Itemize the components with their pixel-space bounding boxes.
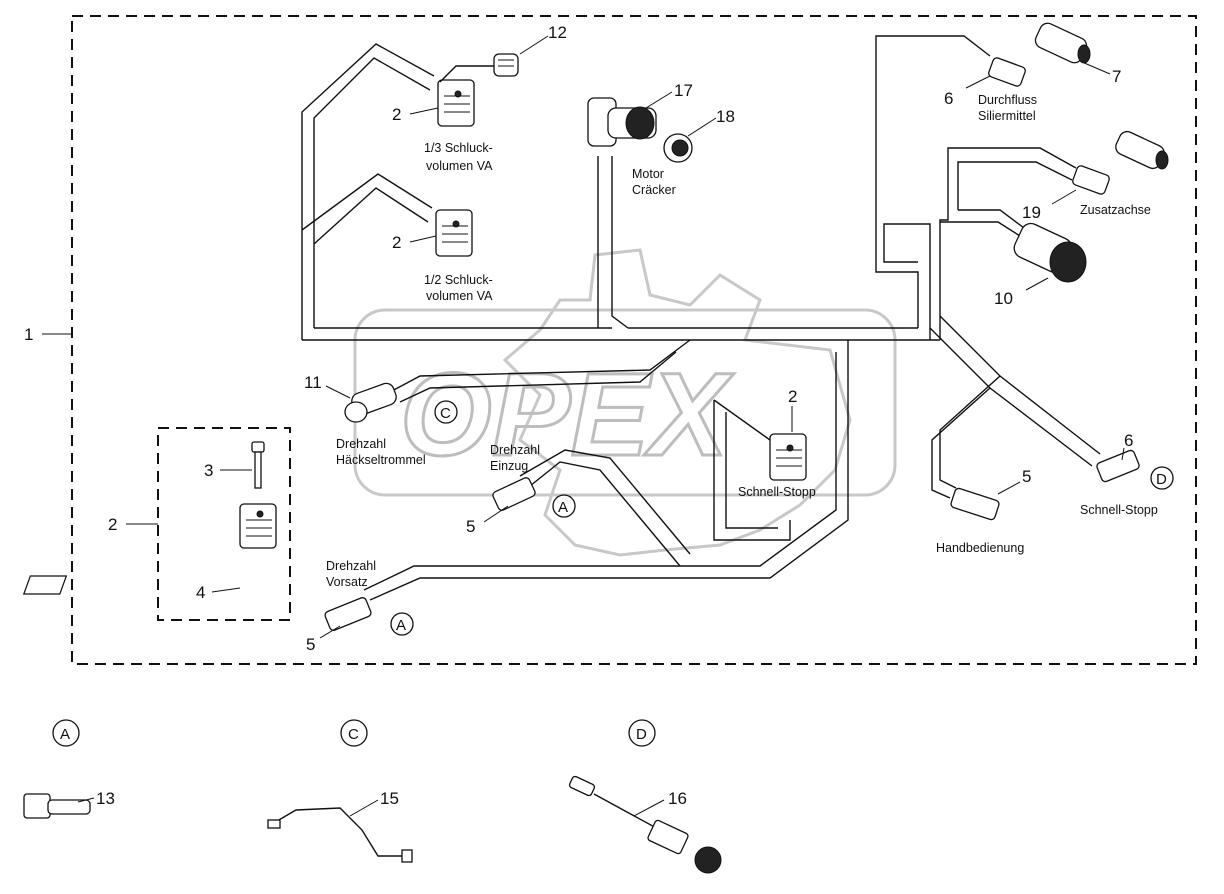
ref-d-right: [1150, 466, 1174, 490]
callout-round-connector: 10: [994, 289, 1013, 308]
label-vorsatz-a: Drehzahl: [326, 559, 376, 573]
ref-c-main: [434, 400, 458, 424]
callout-schnellstopp-conn: 6: [1124, 431, 1133, 450]
ref-d-detail: [628, 719, 656, 747]
ref-c-main-text: C: [440, 405, 451, 422]
callout-bolt: 3: [204, 461, 213, 480]
ref-a-detail-text: A: [60, 726, 70, 743]
label-haecksel-a: Drehzahl: [336, 437, 386, 451]
label-motor-a: Motor: [632, 167, 664, 181]
ref-a-vorsatz-text: A: [396, 617, 406, 634]
callout-cable-c: 15: [380, 789, 399, 808]
round-connector-10: [1013, 222, 1087, 283]
callout-angled-plug: 17: [674, 81, 693, 100]
callout-einzug: 5: [466, 517, 475, 536]
label-zusatzachse: Zusatzachse: [1080, 203, 1151, 217]
callout-sensor-trommel: 11: [304, 373, 322, 392]
callout-durchfluss-plug: 7: [1112, 67, 1121, 86]
detail-cable-15: [267, 807, 413, 863]
solenoid-schnellstopp: [769, 433, 807, 481]
callout-handbedienung: 5: [1022, 467, 1031, 486]
motor-plug-18: [663, 133, 693, 163]
connector-durchfluss-6: [988, 57, 1026, 87]
kit-solenoid: [239, 503, 277, 549]
label-haecksel-b: Häckseltrommel: [336, 453, 426, 467]
angled-plug-17: [587, 97, 657, 147]
callout-motor-plug: 18: [716, 107, 735, 126]
connector-vorsatz-5: [324, 597, 372, 631]
sensor-12: [439, 53, 519, 83]
ref-a-detail: [52, 719, 80, 747]
callout-sensor-12: 12: [548, 23, 567, 42]
sensor-trommel-11: [344, 382, 397, 423]
label-schluck-1-2-b: volumen VA: [426, 289, 493, 303]
kit-seal-4: [22, 575, 68, 595]
label-schluck-1-2-a: 1/2 Schluck-: [424, 273, 493, 287]
label-schluck-1-3-b: volumen VA: [426, 159, 493, 173]
label-einzug-b: Einzug: [490, 459, 528, 473]
callout-solenoid-schnellstopp: 2: [788, 387, 797, 406]
connector-einzug-5: [492, 477, 536, 511]
label-einzug-a: Drehzahl: [490, 443, 540, 457]
kit-bolt-3: [251, 441, 265, 489]
detail-bolt-13: [23, 793, 91, 819]
label-schnellstopp-center: Schnell-Stopp: [738, 485, 816, 499]
opex-watermark: OPEX: [353, 248, 897, 557]
ref-a-einzug-text: A: [558, 499, 568, 516]
connector-schnellstopp-6: [1096, 449, 1140, 483]
callout-zusatzachse: 19: [1022, 203, 1041, 222]
label-vorsatz-b: Vorsatz: [326, 575, 368, 589]
callout-seal: 4: [196, 583, 205, 602]
callout-bolt-detail: 13: [96, 789, 115, 808]
ref-c-detail-text: C: [348, 726, 359, 743]
solenoid-valve-1-2: [435, 209, 473, 257]
assembly-frame: [71, 15, 1197, 665]
ref-d-detail-text: D: [636, 726, 647, 743]
label-schluck-1-3-a: 1/3 Schluck-: [424, 141, 493, 155]
label-motor-b: Cräcker: [632, 183, 676, 197]
ref-c-detail: [340, 719, 368, 747]
plug-durchfluss-7: [1034, 22, 1091, 64]
callout-durchfluss-conn: 6: [944, 89, 953, 108]
callout-solenoid-1: 2: [392, 105, 401, 124]
callout-solenoid-kit: 2: [108, 515, 117, 534]
label-schnellstopp-right: Schnell-Stopp: [1080, 503, 1158, 517]
callout-vorsatz: 5: [306, 635, 315, 654]
callout-cable-d: 16: [668, 789, 687, 808]
harness-wires: [301, 35, 1101, 601]
detail-cable-16: [568, 775, 722, 874]
ref-a-vorsatz: [390, 612, 414, 636]
label-handbedienung: Handbedienung: [936, 541, 1024, 555]
connector-zusatzachse-19: [1072, 130, 1169, 195]
callout-assembly: 1: [24, 325, 33, 344]
label-durchfluss-b: Siliermittel: [978, 109, 1036, 123]
solenoid-valve-1-3: [437, 79, 475, 127]
label-durchfluss-a: Durchfluss: [978, 93, 1037, 107]
ref-d-right-text: D: [1156, 471, 1167, 488]
callout-solenoid-2: 2: [392, 233, 401, 252]
ref-a-einzug: [552, 494, 576, 518]
connector-handbedienung-5: [950, 487, 1000, 521]
